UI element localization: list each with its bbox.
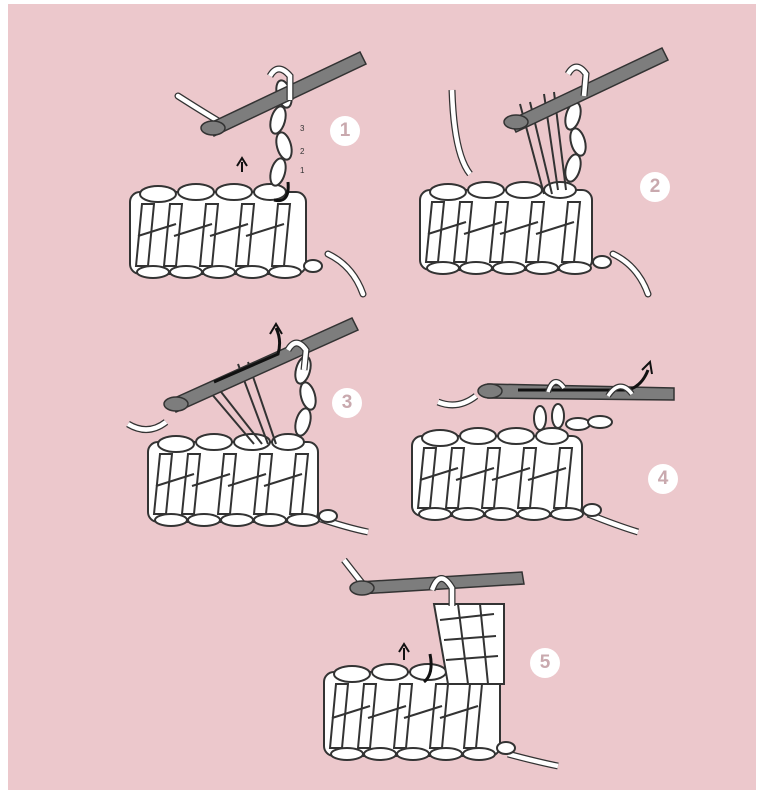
step-4-svg bbox=[398, 344, 688, 544]
chain-count-3: 3 bbox=[300, 124, 304, 133]
step-5-svg bbox=[308, 544, 568, 784]
crochet-hook-icon bbox=[478, 384, 674, 400]
step-number-3: 3 bbox=[332, 388, 362, 418]
step-4-illustration bbox=[398, 344, 688, 544]
step-2-svg bbox=[408, 4, 738, 304]
illustration-background: 3 2 1 1 bbox=[8, 4, 756, 790]
step-1-svg bbox=[8, 4, 378, 304]
step-number-5: 5 bbox=[530, 648, 560, 678]
step-number-4: 4 bbox=[648, 464, 678, 494]
step-2-illustration bbox=[408, 4, 738, 304]
step-3-svg bbox=[118, 304, 398, 544]
chain-count-2: 2 bbox=[300, 147, 304, 156]
step-5-illustration bbox=[308, 544, 568, 784]
chain-count-1: 1 bbox=[300, 166, 304, 175]
step-number-1: 1 bbox=[330, 116, 360, 146]
step-3-illustration bbox=[118, 304, 398, 544]
step-1-illustration: 3 2 1 bbox=[8, 4, 378, 304]
step-number-2: 2 bbox=[640, 172, 670, 202]
